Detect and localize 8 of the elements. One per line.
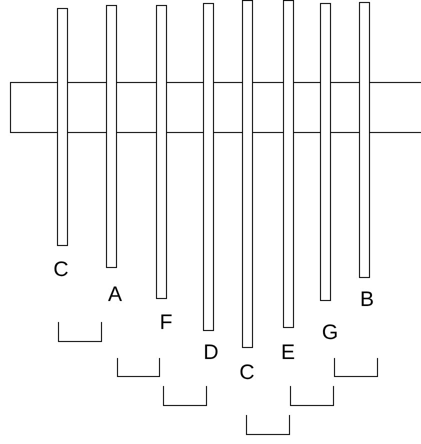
note-letter: C: [238, 362, 256, 384]
note-letter: D: [202, 342, 220, 364]
note-letter: B: [358, 289, 375, 311]
note-letter: A: [106, 284, 123, 306]
note-letter: C: [52, 259, 70, 281]
note-letter: F: [158, 312, 174, 334]
note-letter: E: [280, 342, 296, 364]
note-letter: G: [320, 322, 340, 344]
